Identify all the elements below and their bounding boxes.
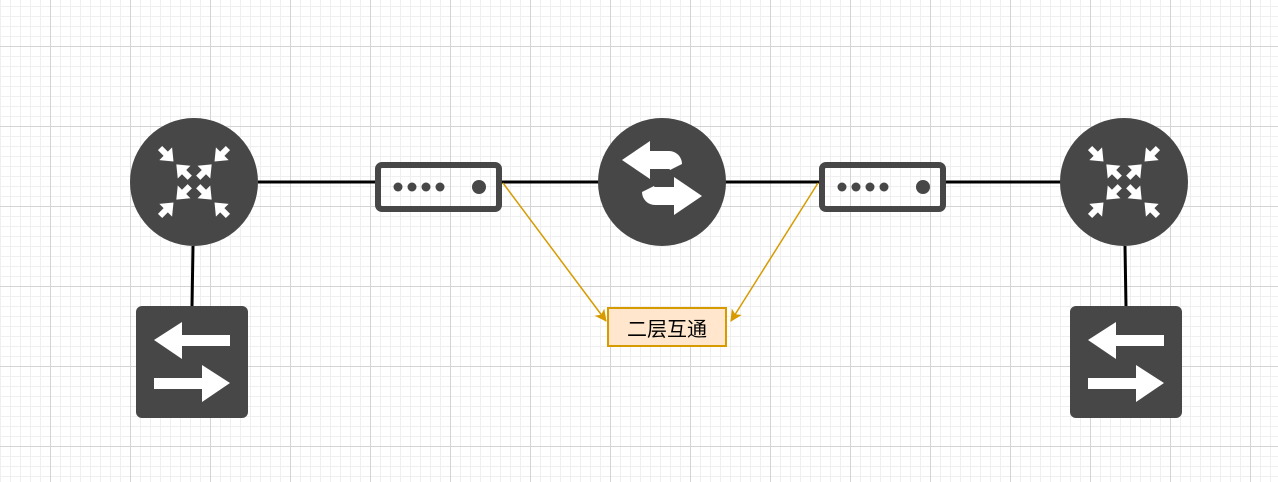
router-left-icon[interactable] <box>130 118 258 246</box>
links <box>190 180 1128 308</box>
device-right-icon[interactable] <box>819 162 946 212</box>
switch-left-icon[interactable] <box>136 306 248 418</box>
device-left-icon[interactable] <box>375 162 502 212</box>
link-router-left-switch-left[interactable] <box>190 245 195 308</box>
arrow-device-right-to-label[interactable] <box>730 182 819 322</box>
router-right-icon[interactable] <box>1060 118 1188 246</box>
switch-right-icon[interactable] <box>1070 306 1182 418</box>
link-router-right-switch-right[interactable] <box>1123 245 1128 308</box>
arrows <box>502 182 819 322</box>
l2-interconnect-label[interactable]: 二层互通 <box>607 307 727 347</box>
l2-interconnect-label-text: 二层互通 <box>627 316 707 341</box>
arrow-device-left-to-label[interactable] <box>502 182 607 322</box>
core-switch-icon[interactable] <box>598 118 726 246</box>
